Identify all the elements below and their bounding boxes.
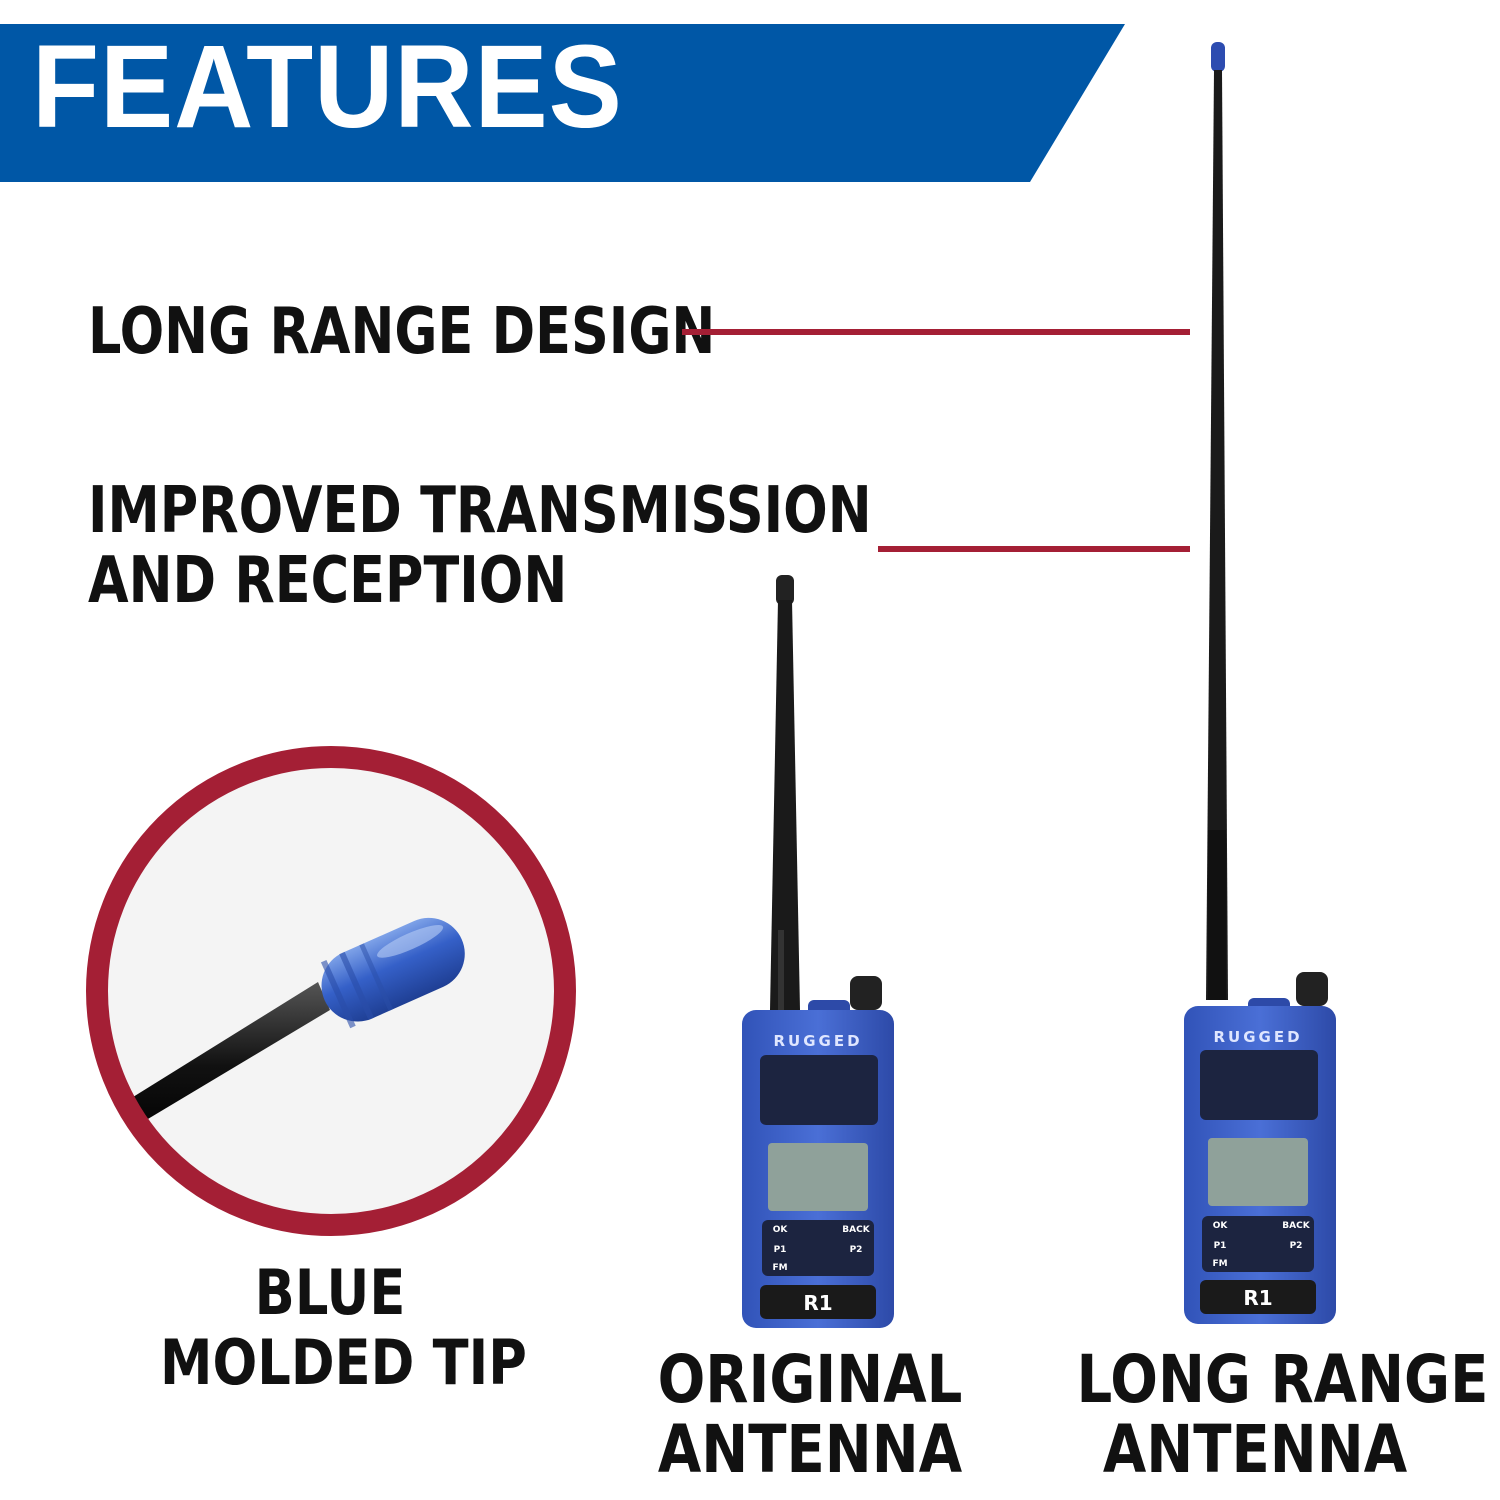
caption-blue-molded-tip: BLUE MOLDED TIP <box>130 1258 530 1398</box>
feature-line-2: AND RECEPTION <box>88 544 568 618</box>
caption-original-line-2: ANTENNA <box>657 1411 963 1488</box>
radio-long-key-back: BACK <box>1282 1221 1310 1231</box>
radio-long-model: R1 <box>1243 1286 1272 1310</box>
caption-original-line-1: ORIGINAL <box>657 1341 963 1418</box>
radio-long-key-fm: FM <box>1212 1259 1227 1269</box>
radio-original-key-back: BACK <box>842 1225 870 1235</box>
radio-original-key-p2: P2 <box>850 1245 863 1255</box>
feature-long-range-design: LONG RANGE DESIGN <box>88 295 716 369</box>
tip-closeup <box>86 746 576 1236</box>
radio-long-range <box>1184 42 1336 1324</box>
radio-original-brand: RUGGED <box>773 1032 862 1050</box>
caption-original-antenna: ORIGINAL ANTENNA <box>610 1345 1010 1485</box>
radio-long-key-p1: P1 <box>1214 1241 1227 1251</box>
radio-original <box>742 575 894 1328</box>
page-title: FEATURES <box>32 21 623 153</box>
radio-long-key-p2: P2 <box>1290 1241 1303 1251</box>
callout-line-transmission <box>878 546 1190 552</box>
radio-original-key-fm: FM <box>772 1263 787 1273</box>
caption-long-line-2: ANTENNA <box>1102 1411 1408 1488</box>
callout-line-range <box>682 329 1190 335</box>
feature-line-1: IMPROVED TRANSMISSION <box>88 474 872 548</box>
feature-improved-transmission: IMPROVED TRANSMISSION AND RECEPTION <box>88 476 872 616</box>
radio-original-model: R1 <box>803 1291 832 1315</box>
radio-long-key-ok: OK <box>1213 1221 1229 1231</box>
radio-original-key-ok: OK <box>773 1225 789 1235</box>
radio-long-brand: RUGGED <box>1213 1028 1302 1046</box>
features-banner <box>0 24 1125 182</box>
radio-original-key-p1: P1 <box>774 1245 787 1255</box>
caption-long-line-1: LONG RANGE <box>1076 1341 1489 1418</box>
caption-tip-line-2: MOLDED TIP <box>160 1326 527 1399</box>
caption-tip-line-1: BLUE <box>254 1256 406 1329</box>
caption-long-range-antenna: LONG RANGE ANTENNA <box>1045 1341 1489 1488</box>
